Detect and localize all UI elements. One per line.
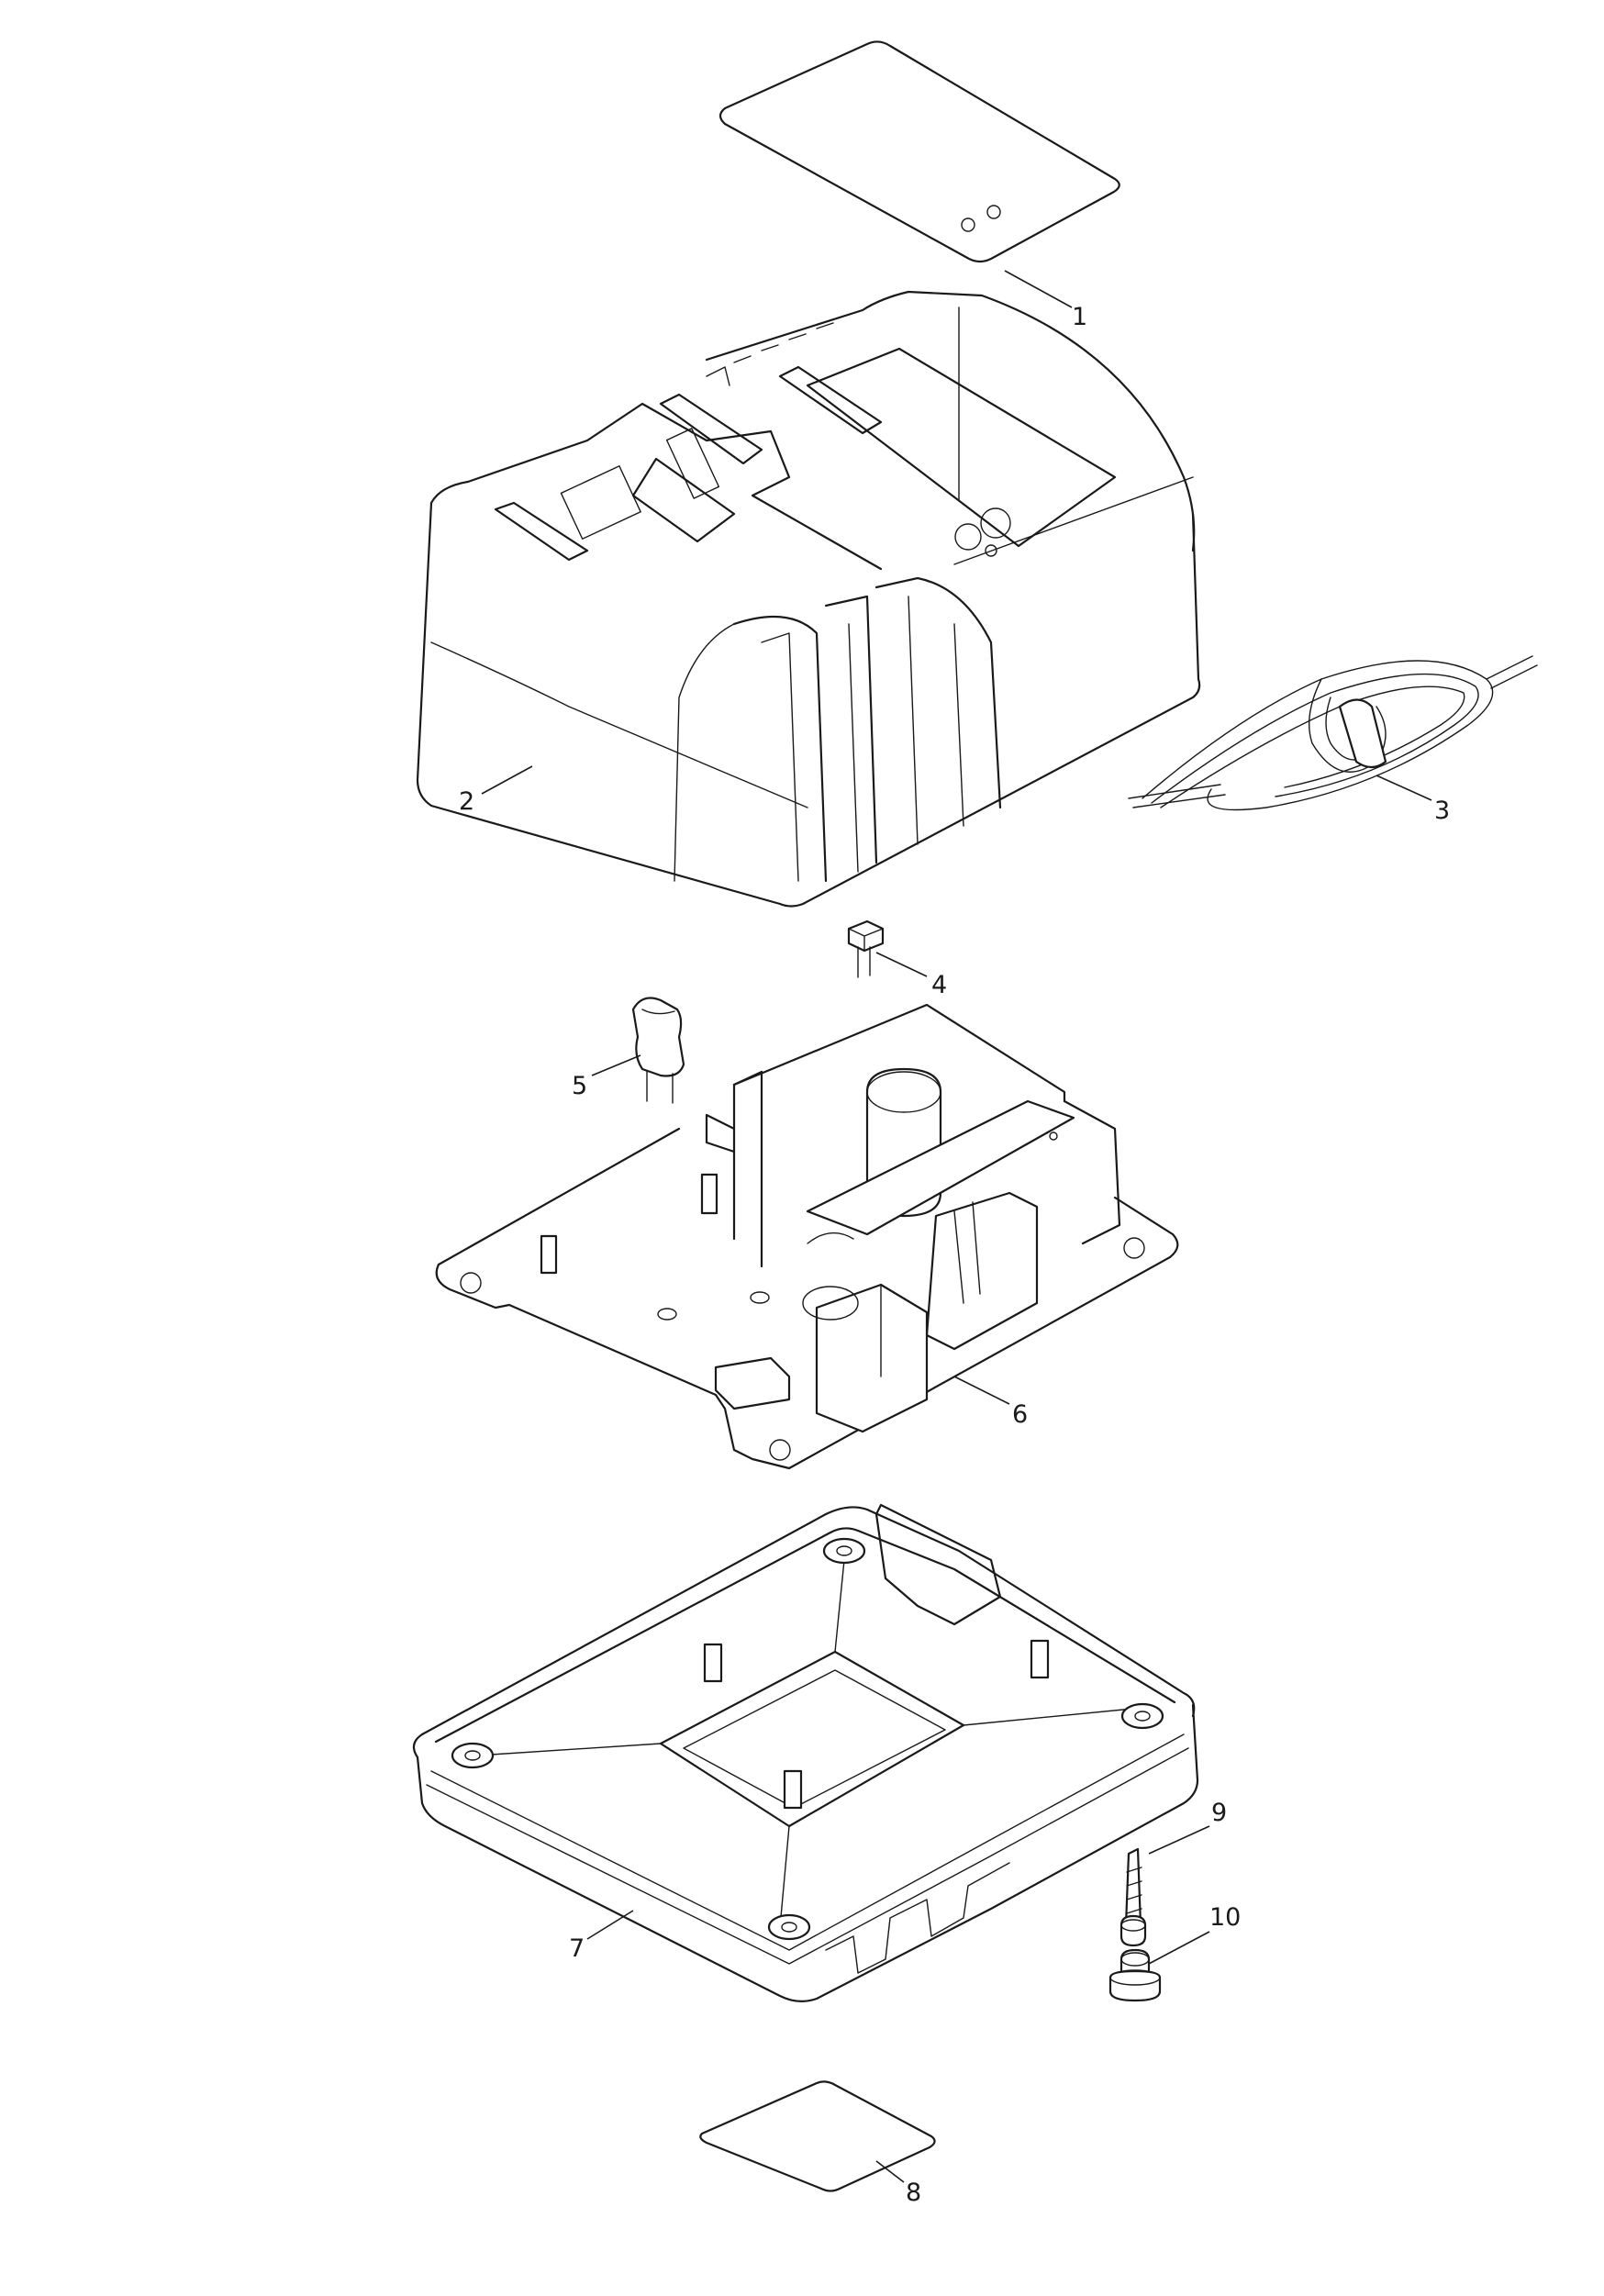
part-2-top-housing: [416, 290, 1201, 908]
leader-lines: [481, 270, 1432, 2183]
part-8-bottom-label: [699, 2080, 936, 2192]
callout-10: 10: [1209, 1903, 1241, 1932]
part-7-bottom-housing: [412, 1503, 1199, 2002]
part-1-label-sheet: [718, 40, 1120, 501]
callout-1: 1: [1072, 303, 1087, 331]
boss-screw-posts: [451, 1537, 1164, 1941]
callout-9: 9: [1211, 1799, 1227, 1827]
part-6-pcb-assembly: [435, 1003, 1179, 1470]
callout-3: 3: [1434, 797, 1450, 825]
part-3-power-cord: [1128, 655, 1538, 811]
part-10-rubber-foot: [1108, 1948, 1162, 2002]
callout-6: 6: [1012, 1400, 1028, 1429]
part-9-tapping-screw: [1119, 1847, 1147, 1947]
callout-4: 4: [931, 971, 947, 999]
callout-labels: 1 2 3 4 5 6 7 8 9 10: [459, 303, 1450, 2207]
callout-7: 7: [569, 1934, 585, 1963]
callout-8: 8: [906, 2179, 921, 2207]
callout-2: 2: [459, 787, 474, 816]
part-5-fuse-component: [631, 997, 685, 1104]
callout-5: 5: [572, 1072, 587, 1100]
part-4-thermistor: [847, 920, 885, 978]
